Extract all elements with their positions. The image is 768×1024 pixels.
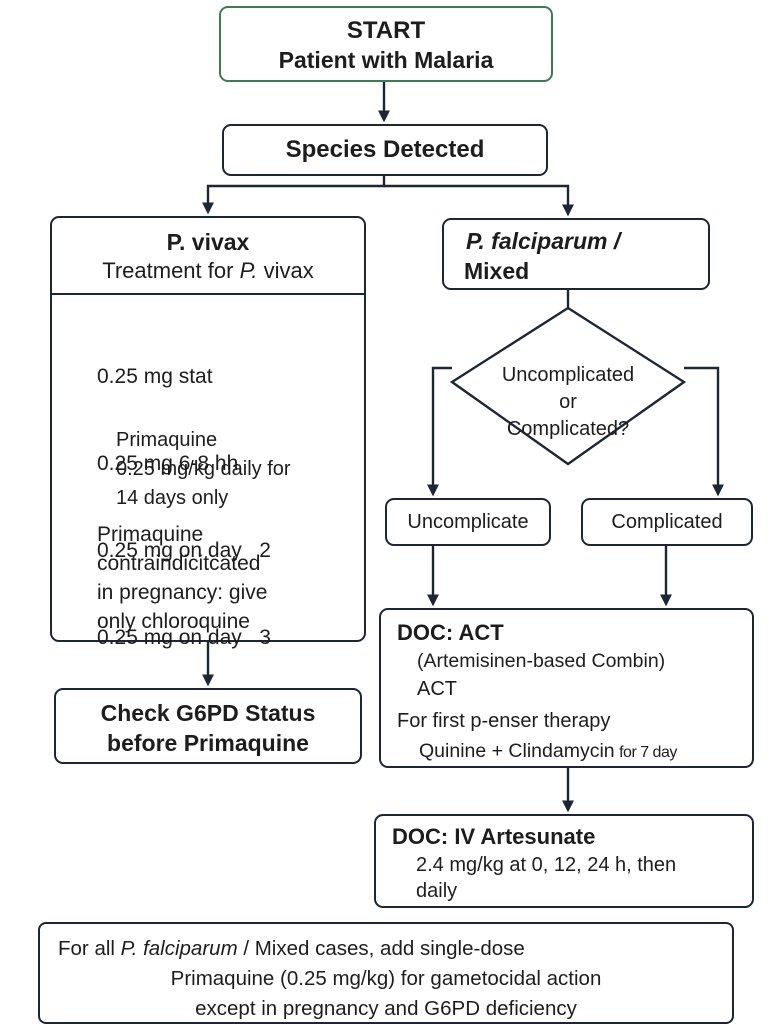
start-title: START	[346, 17, 426, 44]
vivax-dose-3: 0.25 mg on day 2	[97, 539, 271, 562]
footer-line-2: Primaquine (0.25 mg/kg) for gametocidal …	[170, 967, 602, 990]
arrow-decision-to-uncomplicated	[427, 366, 452, 497]
primaquine-line-1: Primaquine	[116, 429, 218, 451]
vivax-divider	[52, 293, 364, 295]
pregnancy-note-line-4: only chloroquine	[97, 610, 250, 633]
act-node: DOC: ACT (Artemisinen-based Combin) ACT …	[379, 608, 754, 768]
arrow-species-split	[202, 176, 386, 215]
iv-line-1: 2.4 mg/kg at 0, 12, 24 h, then	[416, 854, 677, 876]
act-line-2: ACT	[417, 678, 457, 700]
complicated-label: Complicated	[611, 511, 723, 533]
iv-title: DOC: IV Artesunate	[392, 824, 596, 849]
complicated-node: Complicated	[581, 498, 753, 546]
act-title: DOC: ACT	[397, 620, 504, 645]
decision-line-1: Uncomplicated	[501, 364, 635, 386]
vivax-subtitle: Treatment for P. vivax	[102, 258, 314, 283]
g6pd-line-2: before Primaquine	[107, 730, 309, 756]
act-line-1: (Artemisinen-based Combin)	[417, 650, 666, 672]
vivax-dose-2: 0.25 mg 6-8 hh	[97, 452, 239, 475]
uncomplicated-label: Uncomplicate	[407, 511, 529, 533]
footer-line-3: except in pregnancy and G6PD deficiency	[195, 997, 577, 1020]
start-node: START Patient with Malaria	[219, 6, 553, 82]
vivax-dose-list: 0.25 mg stat 0.25 mg 6-8 hh 0.25 mg on d…	[97, 304, 271, 681]
species-detected-node: Species Detected	[222, 124, 548, 176]
act-line-3: For first p-enser therapy	[397, 710, 611, 732]
start-subtitle: Patient with Malaria	[278, 47, 494, 73]
decision-line-2: or	[559, 391, 577, 413]
falciparum-line-2: Mixed	[464, 258, 530, 284]
decision-diamond	[449, 306, 687, 466]
act-line-4: Quinine + Clindamycin for 7 day	[419, 740, 677, 762]
pregnancy-note-line-2: contraindicitcated	[97, 552, 261, 575]
iv-line-2: daily	[416, 880, 458, 902]
vivax-pregnancy-note: Primaquine contraindicitcated in pregnan…	[97, 520, 267, 636]
arrow-decision-to-complicated	[684, 366, 724, 497]
decision-line-3: Complicated?	[506, 418, 630, 440]
pregnancy-note-line-3: in pregnancy: give	[97, 581, 268, 604]
g6pd-check-node: Check G6PD Status before Primaquine	[54, 688, 362, 764]
pregnancy-note-line-1: Primaquine	[97, 523, 204, 546]
vivax-primaquine: Primaquine 0.25 mg/kg daily for 14 days …	[116, 426, 291, 513]
uncomplicated-node: Uncomplicate	[385, 498, 551, 546]
falciparum-node: P. falciparum / Mixed	[442, 218, 710, 290]
vivax-node: P. vivax Treatment for P. vivax	[50, 216, 366, 642]
primaquine-line-2: 0.25 mg/kg daily for	[116, 458, 291, 480]
footer-note: For all P. falciparum / Mixed cases, add…	[38, 922, 734, 1024]
species-detected-label: Species Detected	[285, 136, 485, 163]
vivax-dose-1: 0.25 mg stat	[97, 365, 213, 388]
primaquine-line-3: 14 days only	[116, 487, 229, 509]
falciparum-line-1: P. falciparum /	[466, 228, 621, 254]
g6pd-line-1: Check G6PD Status	[100, 700, 316, 726]
decision-question: Uncomplicated or Complicated?	[468, 362, 668, 443]
vivax-dose-4: 0.25 mg on day 3	[97, 626, 271, 649]
arrow-species-to-falciparum	[384, 184, 574, 217]
iv-artesunate-node: DOC: IV Artesunate 2.4 mg/kg at 0, 12, 2…	[374, 814, 754, 908]
footer-line-1: For all P. falciparum / Mixed cases, add…	[58, 937, 525, 960]
vivax-title: P. vivax	[166, 229, 250, 255]
